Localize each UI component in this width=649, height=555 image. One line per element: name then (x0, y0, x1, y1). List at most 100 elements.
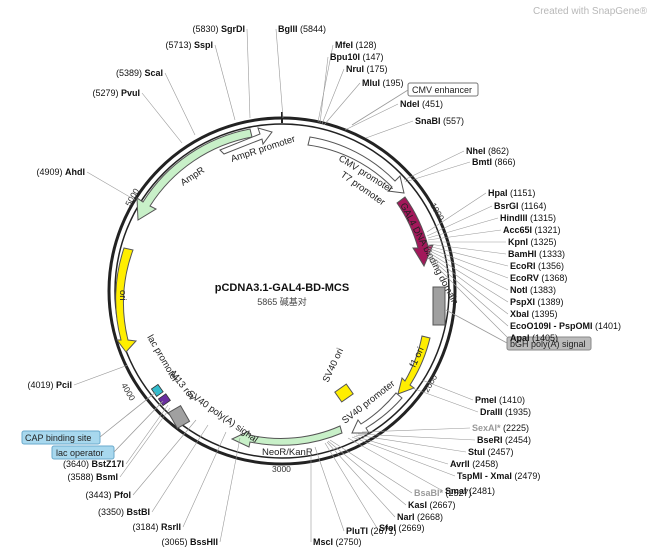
site-name: SspI (194, 40, 213, 50)
site-leader-line (427, 249, 509, 291)
site-leader-line (361, 427, 471, 433)
site-position: (5713) (165, 40, 194, 50)
site-position: (2671) (368, 526, 397, 536)
site-name: BmtI (472, 157, 492, 167)
site-name: BamHI (508, 249, 537, 259)
lac-promoter-label: lac promoter (144, 333, 180, 384)
ori-arrow (115, 247, 138, 353)
site-label: (5389) ScaI (116, 68, 163, 78)
svg-text:CAP binding site: CAP binding site (25, 433, 91, 443)
site-label: AvrII (2458) (450, 459, 498, 469)
site-leader-line (344, 103, 399, 131)
restriction-site: (5713) SspI (165, 40, 236, 121)
site-leader-line (427, 247, 509, 279)
site-label: (3184) RsrII (132, 522, 181, 532)
restriction-site: PmeI (1410) (421, 379, 526, 405)
site-label: XbaI (1395) (510, 309, 558, 319)
site-label: (3640) BstZ17I (63, 459, 124, 469)
site-name: SfoI (379, 523, 396, 533)
bgh-polya-box (432, 286, 446, 326)
restriction-site: DraIII (1935) (411, 387, 531, 417)
restriction-site: (5389) ScaI (116, 68, 196, 136)
bgh-polya-tag: bGH poly(A) signal (445, 309, 592, 351)
site-label: KasI (2667) (408, 500, 456, 510)
restriction-site: BamHI (1333) (427, 243, 565, 259)
site-name: BglII (278, 24, 298, 34)
site-label: EcoRV (1368) (510, 273, 567, 283)
site-label: SfoI (2669) (379, 523, 425, 533)
restriction-site: NheI (862) (403, 146, 509, 181)
site-leader-line (353, 435, 449, 465)
site-position: (3350) (98, 507, 127, 517)
site-position: (557) (441, 116, 465, 126)
plasmid-size: 5865 碱基对 (257, 296, 307, 307)
site-leader-line (421, 379, 474, 401)
site-position: (2454) (503, 435, 532, 445)
neor-arrow (230, 425, 343, 448)
sv40-promoter-arrow (351, 392, 403, 434)
site-label: HpaI (1151) (488, 188, 535, 198)
site-name: BsmI (96, 472, 118, 482)
site-position: (1410) (497, 395, 526, 405)
site-leader-line (403, 150, 465, 181)
site-label: NruI (175) (346, 64, 388, 74)
gal4-bd-arrow (396, 196, 434, 268)
site-label: (5279) PvuI (92, 88, 140, 98)
site-leader-line (125, 404, 169, 465)
site-name: BseRI (477, 435, 503, 445)
site-leader-line (132, 419, 197, 496)
site-name: ApaI (510, 333, 530, 343)
site-leader-line (427, 253, 509, 315)
site-label: DraIII (1935) (480, 407, 531, 417)
site-position: (1383) (528, 285, 557, 295)
site-leader-line (141, 92, 183, 144)
site-position: (2669) (396, 523, 425, 533)
cap-site-box (150, 383, 164, 397)
svg-text:CMV enhancer: CMV enhancer (412, 85, 472, 95)
cmv-promoter-arrow (307, 136, 405, 194)
site-name: SexAI* (472, 423, 501, 433)
restriction-site: Acc65I (1321) (427, 225, 561, 241)
site-leader-line (411, 387, 479, 413)
site-position: (1164) (519, 201, 547, 211)
site-name: BsaBI* (414, 488, 444, 498)
site-leader-line (321, 68, 345, 125)
restriction-site: ApaI (1405) (427, 257, 558, 343)
site-label: EcoRI (1356) (510, 261, 564, 271)
site-name: BssHII (190, 537, 218, 547)
restriction-site: (3640) BstZ17I (63, 404, 169, 469)
site-name: BstBI (126, 507, 150, 517)
restriction-site: EcoRI (1356) (427, 245, 564, 271)
site-leader-line (73, 364, 129, 386)
site-leader-line (427, 243, 507, 255)
site-position: (2225) (501, 423, 530, 433)
site-label: SnaBI (557) (415, 116, 464, 126)
site-name: TspMI - XmaI (457, 471, 512, 481)
restriction-site: MluI (195) (323, 78, 404, 126)
neor-label: NeoR/KanR (262, 447, 313, 458)
site-label: NheI (862) (466, 146, 509, 156)
site-position: (866) (492, 157, 516, 167)
site-label: SexAI* (2225) (472, 423, 529, 433)
site-leader-line (427, 255, 509, 327)
site-name: StuI (468, 447, 485, 457)
site-leader-line (323, 82, 361, 126)
site-leader-line (404, 161, 471, 183)
restriction-site: (3065) BssHII (161, 437, 241, 547)
site-leader-line (427, 217, 499, 239)
restriction-site: BmtI (866) (404, 157, 516, 183)
site-position: (5844) (298, 24, 327, 34)
site-position: (1151) (508, 188, 536, 198)
cap-site-tag: CAP binding site (21, 391, 157, 445)
watermark-text: Created with SnapGene® (533, 6, 648, 17)
restriction-site: BsrGI (1164) (426, 201, 547, 237)
svg-text:bGH poly(A) signal: bGH poly(A) signal (510, 339, 586, 349)
restriction-site: SfoI (2669) (324, 442, 425, 533)
site-name: RsrII (161, 522, 181, 532)
restriction-site: (5830) SgrDI (192, 24, 251, 119)
site-leader-line (319, 56, 329, 124)
site-leader-line (151, 424, 209, 513)
site-leader-line (326, 441, 396, 518)
site-leader-line (324, 442, 378, 529)
